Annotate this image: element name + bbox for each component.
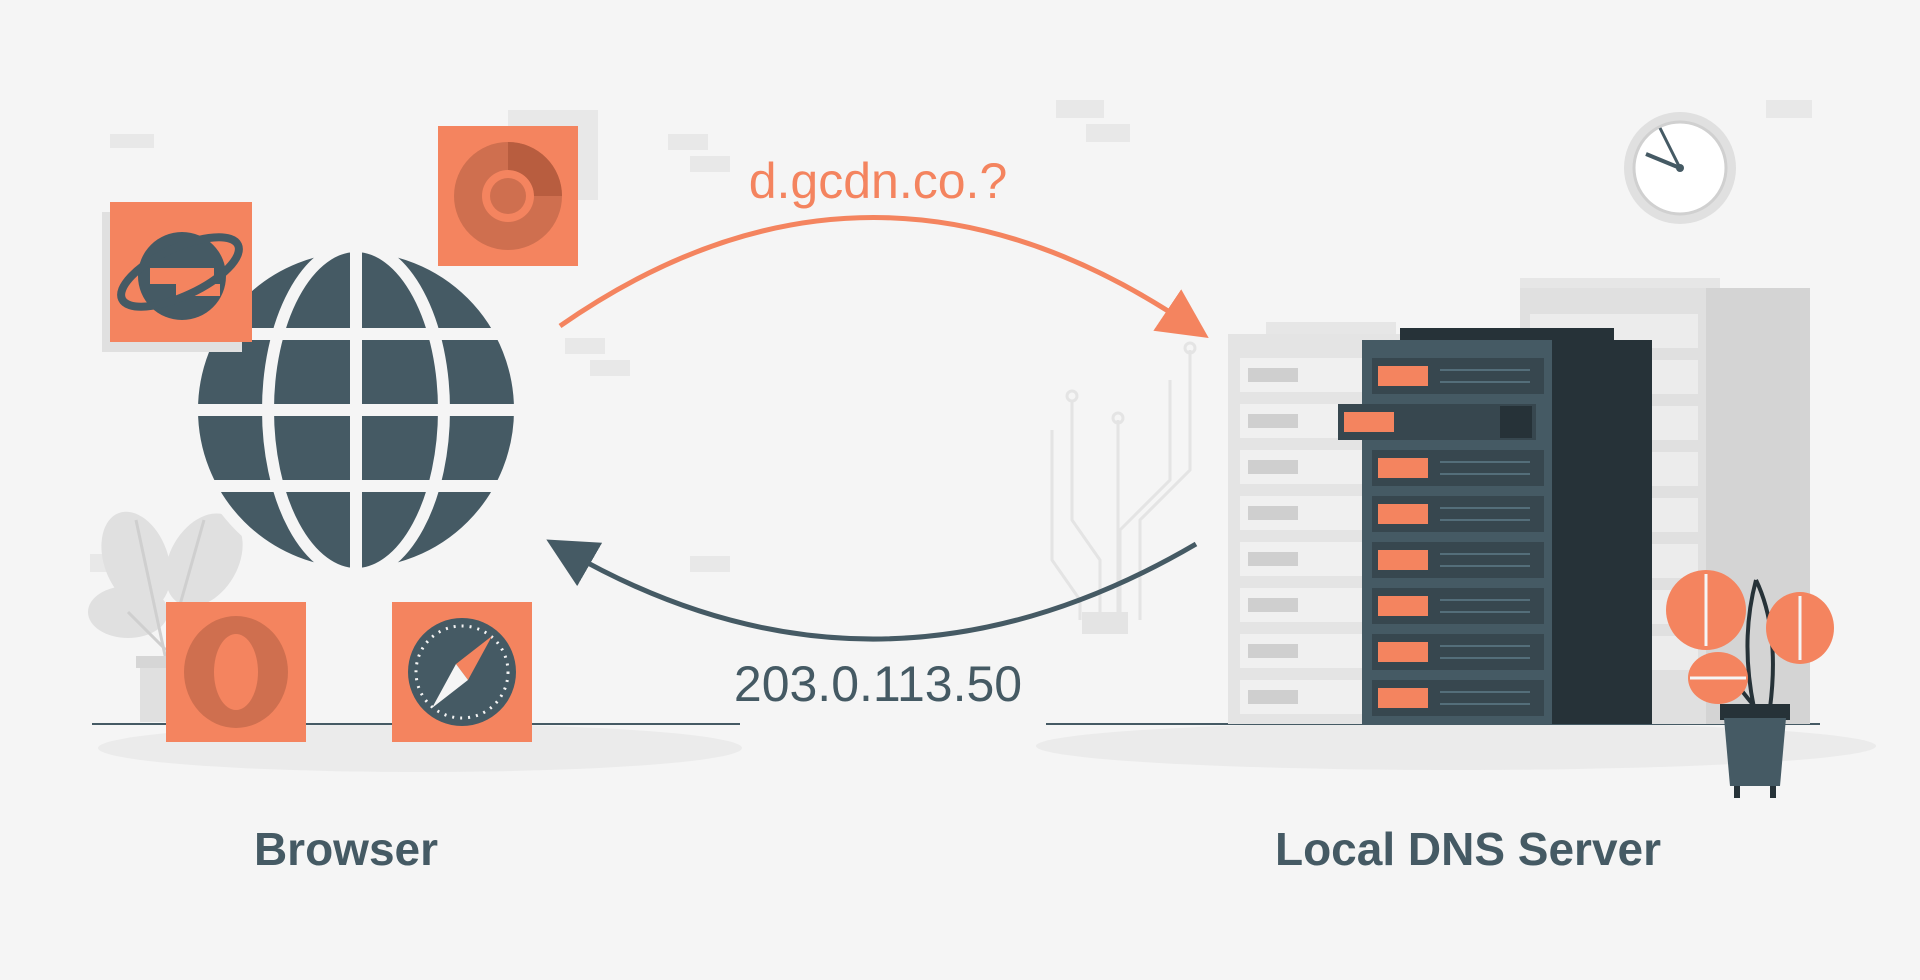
plant-icon — [1666, 570, 1834, 798]
answer-label: 203.0.113.50 — [733, 656, 1023, 712]
server-rack-icon — [1338, 328, 1652, 724]
chrome-icon — [438, 126, 578, 266]
internet-explorer-icon — [102, 202, 252, 352]
safari-icon — [392, 602, 532, 742]
query-arrow — [558, 215, 1209, 338]
circuit-lines — [1050, 341, 1197, 620]
clock-icon — [1624, 112, 1736, 224]
browser-label: Browser — [253, 823, 439, 875]
dns-server-label: Local DNS Server — [1274, 823, 1662, 875]
dns-ground-shadow — [1036, 722, 1876, 770]
globe-icon — [186, 240, 526, 580]
answer-arrow — [546, 539, 1198, 642]
query-label: d.gcdn.co.? — [748, 153, 1008, 209]
opera-icon — [166, 602, 306, 742]
